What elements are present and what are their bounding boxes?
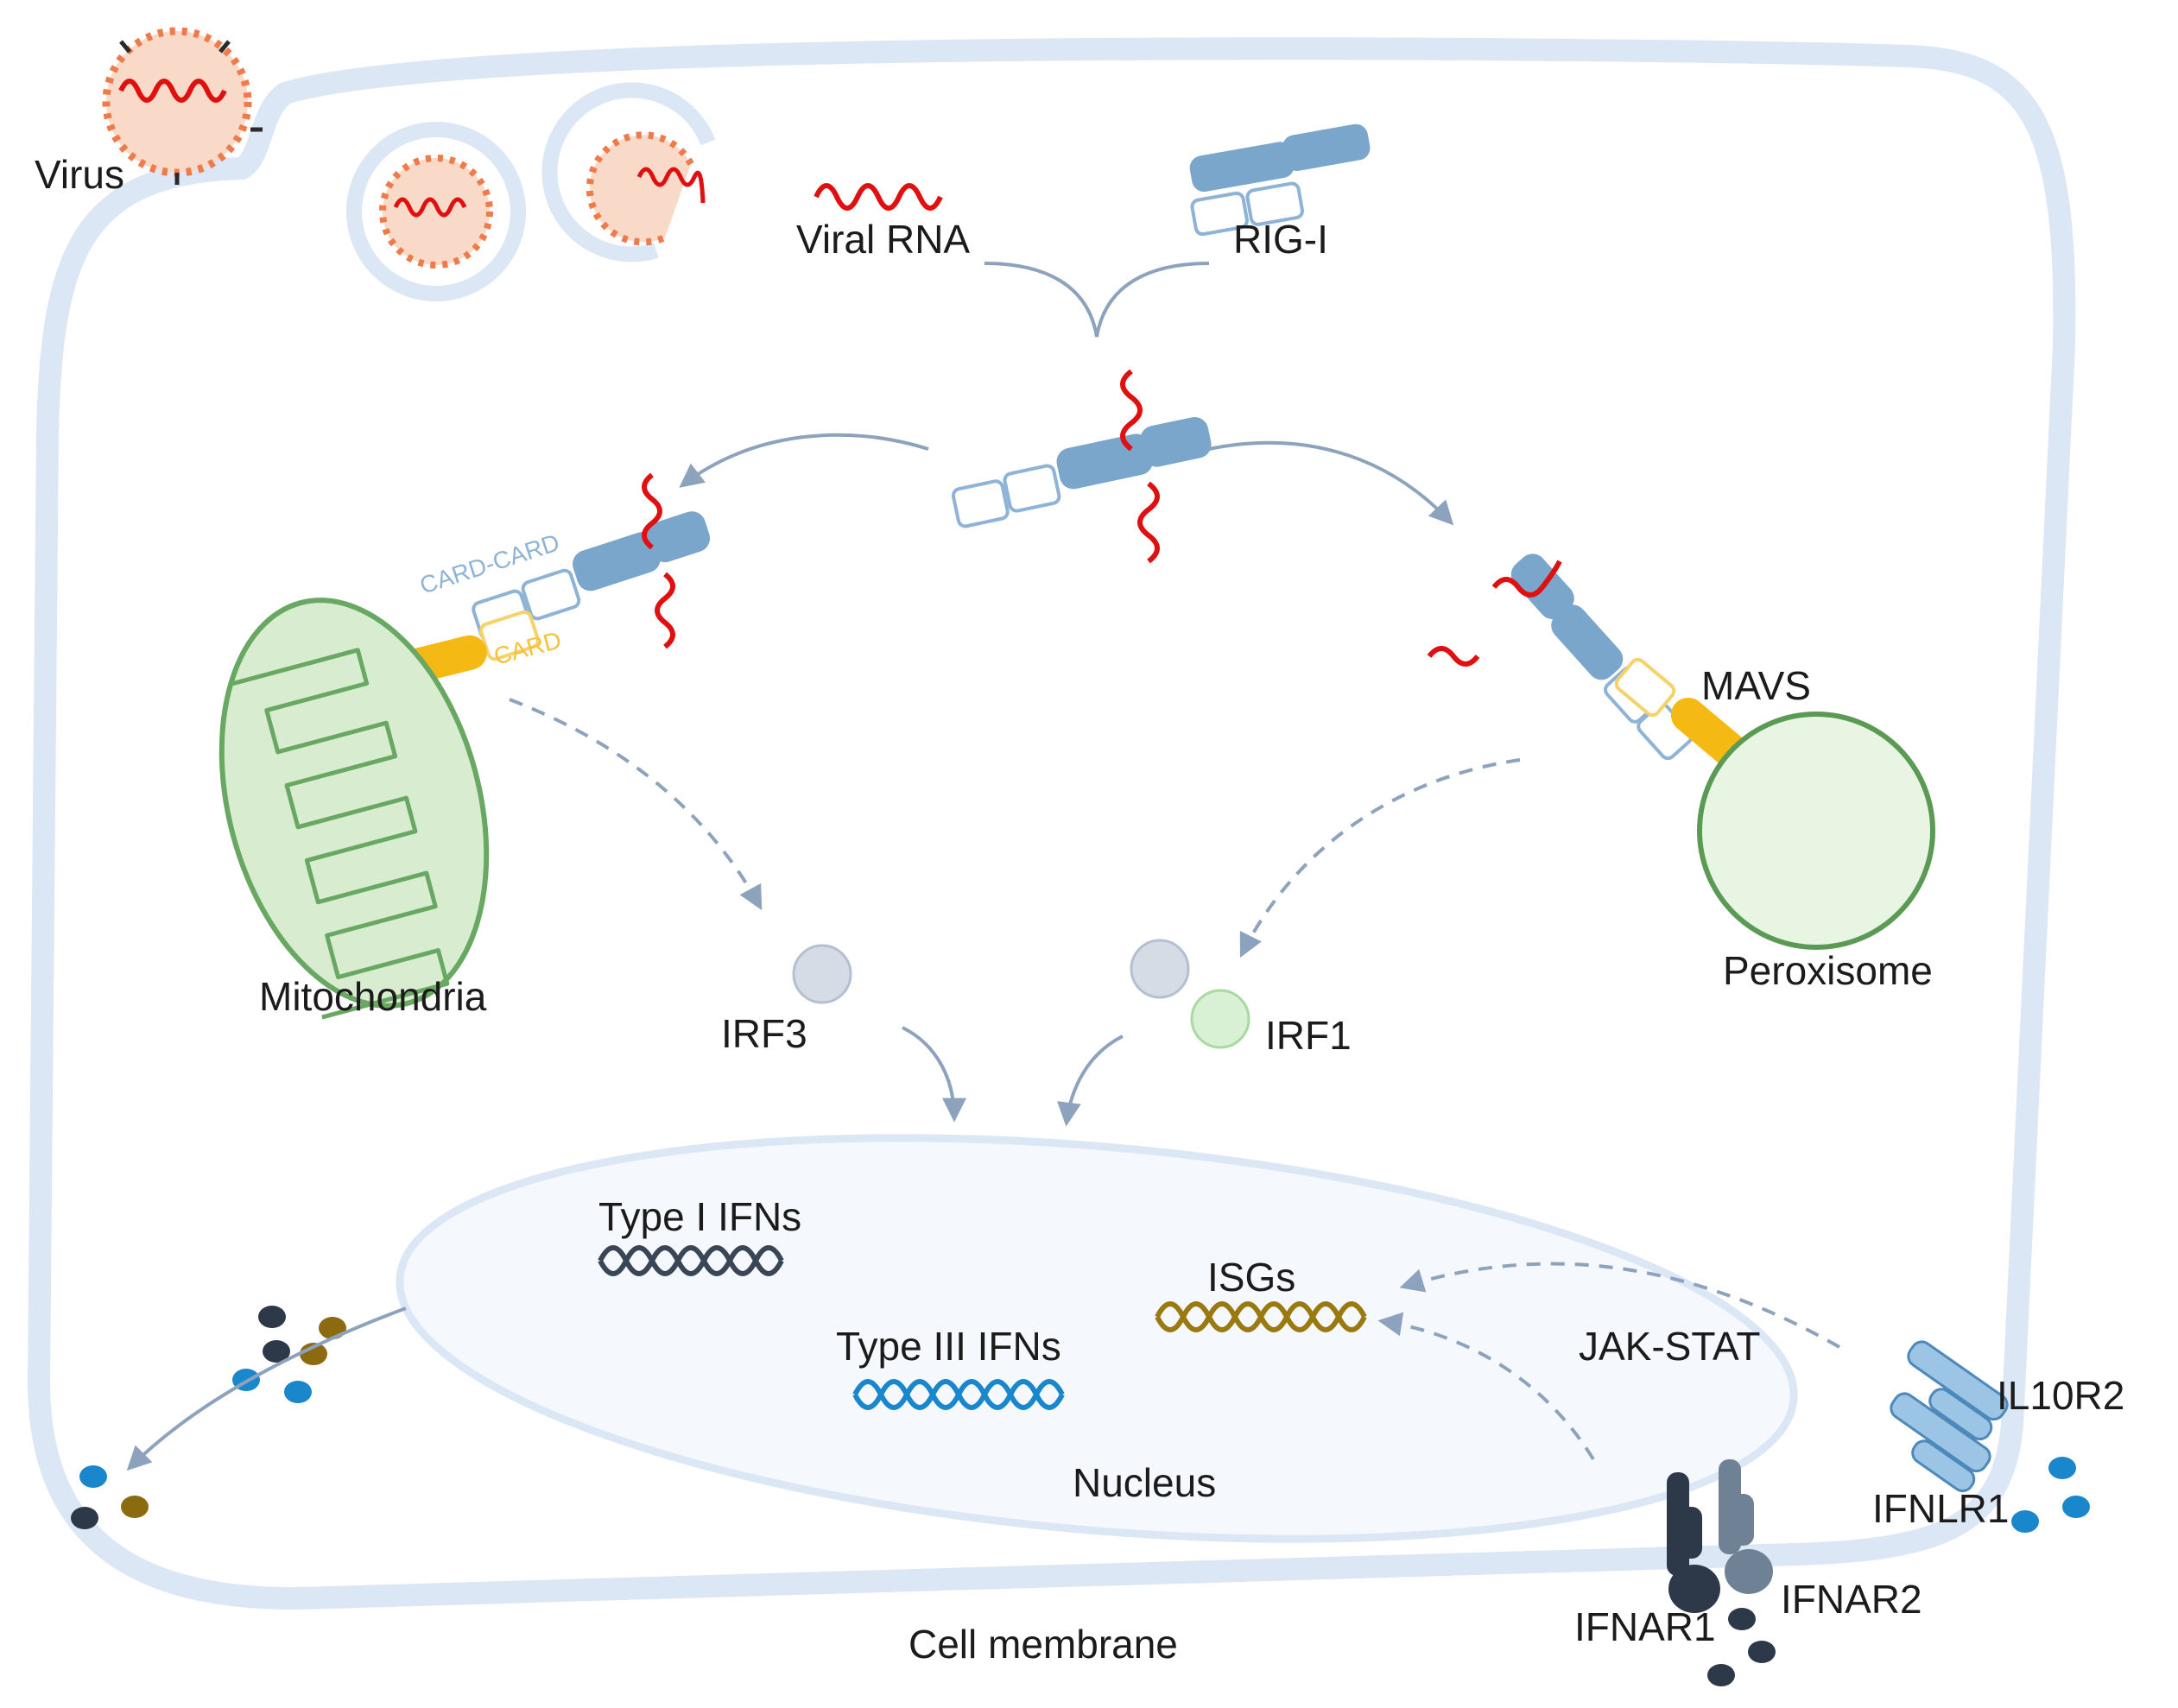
ifn-dots-ifnar [1707, 1608, 1776, 1686]
arrow-to-peroxisome [1208, 440, 1454, 526]
ifnar1-label: IFNAR1 [1574, 1604, 1716, 1649]
cell-membrane [27, 37, 2076, 1610]
virus-label: Virus [35, 152, 124, 197]
arrow-ifn-secretion [126, 1306, 407, 1471]
peroxisome-label: Peroxisome [1723, 948, 1933, 993]
ifnar2-receptor [1719, 1459, 1773, 1594]
rna-strand-right [1427, 560, 1562, 667]
irf1-circle [1190, 989, 1250, 1049]
rig-i-label: RIG-I [1233, 217, 1328, 262]
nucleus [396, 1134, 1798, 1543]
type3-ifn-dna-icon [852, 1379, 1065, 1410]
viral-rna-label: Viral RNA [796, 217, 970, 262]
type1-ifns-label: Type I IFNs [598, 1194, 801, 1239]
ifn-dots-ifnlr [2011, 1457, 2090, 1533]
irf3-label: IRF3 [721, 1011, 807, 1056]
extracellular-ifn-dots-left [71, 1465, 149, 1529]
uncoating-virus [541, 82, 716, 263]
isgs-label: ISGs [1207, 1255, 1295, 1300]
dashed-arrow-ifnlr-to-isgs [1399, 1262, 1840, 1349]
irf3-circle [792, 944, 852, 1004]
ifnlr1-label: IFNLR1 [1872, 1486, 2009, 1531]
jak-stat-label: JAK-STAT [1579, 1324, 1760, 1369]
ifnlr1-receptor [1890, 1392, 1991, 1493]
mitochondria-label: Mitochondria [259, 974, 487, 1019]
rig-i-icon [1189, 123, 1371, 237]
rna-rigi-binding-connector [984, 262, 1210, 338]
type1-ifn-dna-icon [598, 1245, 784, 1276]
extracellular-virus [102, 27, 263, 185]
isg-dna-icon [1155, 1301, 1367, 1332]
ifnar2-label: IFNAR2 [1781, 1577, 1922, 1622]
secreted-ifn-dots-cluster [232, 1306, 346, 1403]
il10r2-label: IL10R2 [1997, 1373, 2124, 1418]
ifnar1-receptor [1667, 1472, 1720, 1613]
arrow-irf1-to-nucleus [1057, 1034, 1124, 1127]
irf-circle-grey [1130, 939, 1190, 999]
rig-i-rna-complex [951, 416, 1212, 528]
endocytosed-virus [346, 122, 526, 301]
nucleus-label: Nucleus [1073, 1460, 1216, 1505]
viral-rna-icon [814, 183, 943, 211]
mavs-label: MAVS [1701, 663, 1811, 708]
dashed-arrow-ifnar-to-isgs [1377, 1312, 1595, 1461]
rig-i-bound-right [1510, 554, 1694, 761]
il10r2-receptor [1907, 1340, 2009, 1441]
mavs-card-left [479, 610, 540, 661]
peroxisome [1697, 712, 1935, 950]
arrow-irf3-to-nucleus [902, 1026, 966, 1123]
rna-strand-center [1120, 369, 1160, 564]
irf1-label: IRF1 [1265, 1013, 1352, 1058]
dashed-arrow-to-irf1 [1239, 758, 1521, 958]
mavs-card-right [1614, 657, 1676, 718]
dashed-arrow-to-irf3 [509, 698, 763, 911]
rna-strand-left [642, 472, 675, 649]
type3-ifns-label: Type III IFNs [836, 1324, 1061, 1369]
cell-membrane-label: Cell membrane [909, 1622, 1178, 1667]
arrow-to-mitochondria [679, 433, 929, 488]
mitochondrion [218, 598, 490, 1020]
